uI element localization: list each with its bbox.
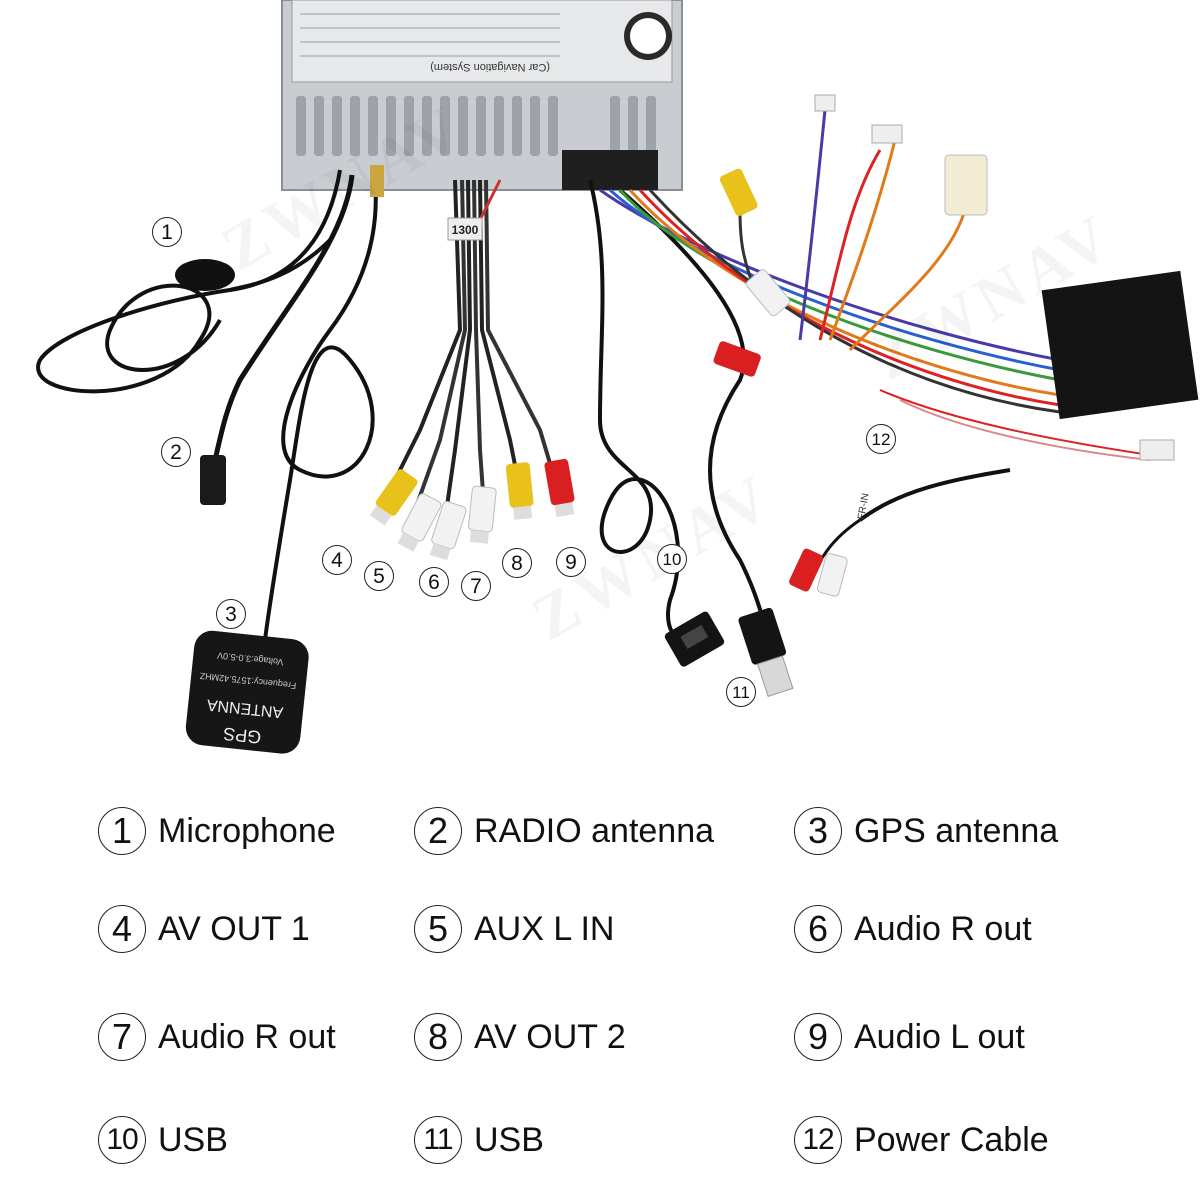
usb-female-icon	[664, 611, 725, 667]
legend-number: 12	[794, 1116, 842, 1164]
legend-label: Audio L out	[854, 1017, 1025, 1056]
legend-number: 4	[98, 905, 146, 953]
callout-8: 8	[502, 548, 532, 578]
usb-cable-11	[618, 188, 767, 626]
legend: 1 Microphone 2 RADIO antenna 3 GPS anten…	[0, 790, 1200, 1200]
gps-sma-connector-icon	[370, 165, 384, 197]
legend-label: USB	[474, 1120, 544, 1159]
usb-cable-10	[588, 179, 702, 646]
gps-title: GPS	[222, 724, 262, 748]
callout-10: 10	[657, 544, 687, 574]
callout-5: 5	[364, 561, 394, 591]
rca-white-icon	[745, 269, 791, 317]
legend-item-radio-antenna: 2 RADIO antenna	[414, 804, 714, 858]
legend-label: AUX L IN	[474, 909, 615, 948]
legend-label: AV OUT 1	[158, 909, 310, 948]
legend-number: 7	[98, 1013, 146, 1061]
fr-in-rca-red-icon	[789, 548, 824, 592]
callout-6: 6	[419, 567, 449, 597]
legend-number: 2	[414, 807, 462, 855]
legend-number: 11	[414, 1116, 462, 1164]
callout-11: 11	[726, 677, 756, 707]
rca-red-icon	[713, 341, 761, 377]
legend-item-usb-11: 11 USB	[414, 1113, 544, 1167]
legend-number: 8	[414, 1013, 462, 1061]
usb-male-icon	[738, 607, 794, 697]
legend-number: 3	[794, 807, 842, 855]
callout-3: 3	[216, 599, 246, 629]
legend-label: Power Cable	[854, 1120, 1049, 1159]
microphone-icon	[175, 259, 235, 291]
legend-item-aux-l-in: 5 AUX L IN	[414, 902, 614, 956]
microphone-cable	[36, 169, 342, 394]
legend-number: 5	[414, 905, 462, 953]
legend-item-audio-r-out-6: 6 Audio R out	[794, 902, 1032, 956]
legend-label: RADIO antenna	[474, 811, 715, 850]
iso-connector-icon	[1041, 270, 1199, 420]
white-connector-icon	[944, 154, 988, 216]
callout-2: 2	[161, 437, 191, 467]
gps-antenna-module: GPS ANTENNA Frequency:1575.42MHZ Voltage…	[185, 630, 309, 754]
legend-label: GPS antenna	[854, 811, 1059, 850]
radio-antenna-cable	[212, 174, 355, 461]
unit-label: (Car Navigation System)	[430, 61, 550, 73]
legend-item-av-out-1: 4 AV OUT 1	[98, 902, 310, 956]
legend-item-av-out-2: 8 AV OUT 2	[414, 1010, 626, 1064]
harness-tag-label: 1300	[452, 223, 479, 237]
radio-antenna-plug-icon	[200, 455, 226, 505]
callout-9: 9	[556, 547, 586, 577]
head-unit-housing	[281, 0, 683, 191]
legend-item-audio-l-out: 9 Audio L out	[794, 1010, 1025, 1064]
small-connector-icon	[871, 124, 903, 144]
wiring-photo: (Car Navigation System) GPS ANTENNA Freq…	[36, 0, 1199, 754]
callout-1: 1	[152, 217, 182, 247]
callout-4: 4	[322, 545, 352, 575]
callout-7: 7	[461, 571, 491, 601]
fr-in-tag: FR-IN	[856, 492, 871, 520]
legend-item-gps-antenna: 3 GPS antenna	[794, 804, 1058, 858]
legend-number: 9	[794, 1013, 842, 1061]
wiring-illustration: (Car Navigation System) GPS ANTENNA Freq…	[36, 0, 1199, 754]
power-harness	[599, 109, 1151, 581]
gps-antenna-cable	[263, 179, 378, 641]
small-connector-icon	[814, 94, 836, 112]
legend-label: Microphone	[158, 811, 336, 850]
harness-tag	[447, 217, 483, 241]
legend-number: 10	[98, 1116, 146, 1164]
legend-number: 6	[794, 905, 842, 953]
legend-item-audio-r-out-7: 7 Audio R out	[98, 1010, 336, 1064]
legend-item-power-cable: 12 Power Cable	[794, 1113, 1049, 1167]
legend-label: AV OUT 2	[474, 1017, 626, 1056]
rca-plugs	[369, 458, 575, 561]
small-connector-icon	[1139, 439, 1175, 461]
legend-item-microphone: 1 Microphone	[98, 804, 336, 858]
legend-item-usb-10: 10 USB	[98, 1113, 228, 1167]
callout-12: 12	[866, 424, 896, 454]
rca-yellow-icon	[719, 168, 758, 216]
legend-label: Audio R out	[854, 909, 1032, 948]
legend-number: 1	[98, 807, 146, 855]
legend-label: Audio R out	[158, 1017, 336, 1056]
fr-in-rca-white-icon	[816, 553, 848, 597]
legend-label: USB	[158, 1120, 228, 1159]
